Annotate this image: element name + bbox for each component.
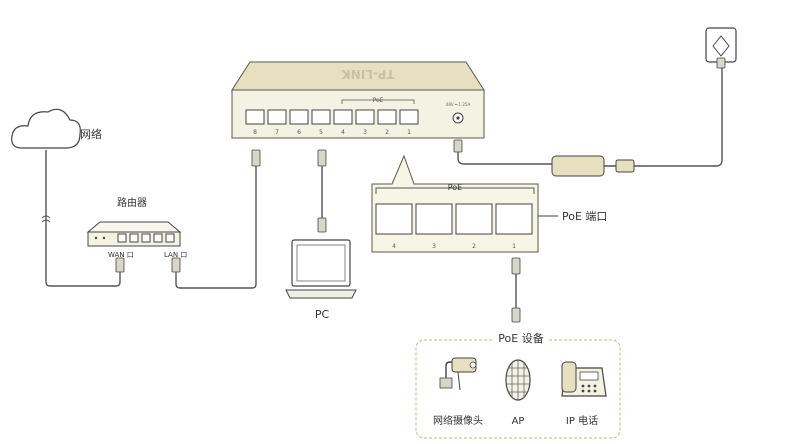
switch-port xyxy=(311,109,331,125)
router-lan-label: LAN 口 xyxy=(164,251,187,259)
switch-port8-plug xyxy=(251,149,261,167)
switch-port-number: 8 xyxy=(253,129,257,136)
callout-port1-plug xyxy=(511,257,521,275)
switch-port xyxy=(399,109,419,125)
access-point-icon xyxy=(505,359,531,401)
pc-label: PC xyxy=(315,308,330,321)
switch-port xyxy=(355,109,375,125)
pc-plug xyxy=(317,217,327,233)
power-plug-small xyxy=(453,139,463,153)
poe-devices-group: PoE 设备 网络摄像头 AP IP 电话 xyxy=(415,330,621,439)
switch-port-number: 3 xyxy=(363,129,367,136)
router-port xyxy=(117,233,127,243)
switch-port-number: 5 xyxy=(319,129,323,136)
router-lan-plug xyxy=(171,257,181,273)
poe-switch: TP-LINK PoE 8 7 6 5 4 3 2 1 48V ═ 1.25A xyxy=(231,61,485,139)
callout-port-number: 2 xyxy=(472,243,476,250)
switch-poe-tag: PoE xyxy=(373,97,384,104)
ip-phone-icon xyxy=(561,361,607,397)
callout-port xyxy=(495,203,533,235)
switch-port-number: 6 xyxy=(297,129,301,136)
poe-device-label: IP 电话 xyxy=(566,414,598,427)
switch-pc-plug xyxy=(317,149,327,167)
switch-power-tag: 48V ═ 1.25A xyxy=(446,102,471,107)
switch-port-number: 1 xyxy=(407,129,411,136)
power-adapter-icon xyxy=(551,155,642,177)
switch-port xyxy=(333,109,353,125)
poe-device-label: 网络摄像头 xyxy=(433,414,483,427)
switch-port-number: 7 xyxy=(275,129,279,136)
router-port xyxy=(165,233,175,243)
router-port xyxy=(129,233,139,243)
ip-camera-icon xyxy=(439,357,477,391)
poe-devices-title: PoE 设备 xyxy=(498,331,543,345)
router: 路由器 WAN 口 LAN 口 xyxy=(86,196,187,259)
router-port xyxy=(153,233,163,243)
switch-brand: TP-LINK xyxy=(341,67,395,81)
router-wan-plug xyxy=(115,257,125,273)
internet-cloud: 网络 xyxy=(11,108,102,149)
poe-ports-callout: PoE 4 3 2 1 xyxy=(371,154,539,253)
callout-poe-header: PoE xyxy=(448,183,463,192)
poe-devices-plug xyxy=(511,307,521,323)
cable-power-wall xyxy=(642,66,723,167)
switch-port xyxy=(245,109,265,125)
pc-laptop-icon xyxy=(285,239,357,299)
callout-port xyxy=(375,203,413,235)
cable-switch-power xyxy=(457,150,552,165)
switch-port-number: 2 xyxy=(385,129,389,136)
router-port xyxy=(141,233,151,243)
callout-port-number: 3 xyxy=(432,243,436,250)
poe-ports-label: PoE 端口 xyxy=(562,210,607,223)
switch-port xyxy=(289,109,309,125)
callout-port xyxy=(455,203,493,235)
callout-port xyxy=(415,203,453,235)
cable-internet-router xyxy=(45,150,121,287)
internet-label: 网络 xyxy=(80,127,102,141)
cable-break-mark xyxy=(41,215,51,223)
callout-port-number: 4 xyxy=(392,243,396,250)
poe-device-label: AP xyxy=(512,416,525,427)
callout-port-number: 1 xyxy=(512,243,516,250)
router-wan-label: WAN 口 xyxy=(108,251,134,259)
cable-router-switch xyxy=(175,166,257,289)
switch-port xyxy=(377,109,397,125)
wall-socket-icon xyxy=(705,27,737,69)
router-title: 路由器 xyxy=(117,196,147,209)
switch-port-number: 4 xyxy=(341,129,345,136)
switch-port xyxy=(267,109,287,125)
